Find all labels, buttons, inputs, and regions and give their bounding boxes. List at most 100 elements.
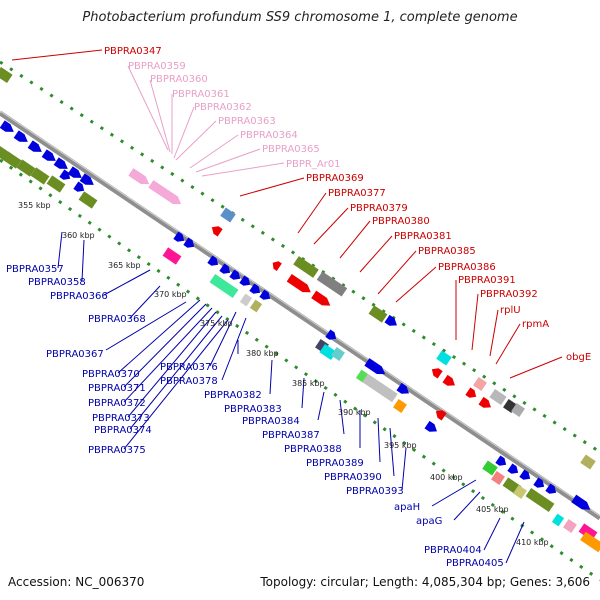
gene-arrow[interactable] [53, 157, 71, 172]
gene-label[interactable]: PBPRA0369 [306, 173, 364, 184]
gene-label[interactable]: PBPRA0357 [6, 264, 64, 275]
gene-label[interactable]: PBPRA0361 [172, 89, 230, 100]
gene-label[interactable]: PBPRA0381 [394, 231, 452, 242]
gene-arrow[interactable] [59, 169, 72, 182]
gene-label[interactable]: PBPRA0404 [424, 545, 482, 556]
gene-arrow[interactable] [325, 329, 338, 342]
gene-label[interactable]: PBPRA0378 [160, 376, 218, 387]
gene-label[interactable]: PBPRA0385 [418, 246, 476, 257]
gene-label[interactable]: PBPRA0384 [242, 416, 300, 427]
gene-label[interactable]: PBPRA0383 [224, 404, 282, 415]
gene-arrow[interactable] [286, 273, 314, 296]
gene-arrow[interactable] [13, 130, 31, 145]
gene-block[interactable] [316, 271, 348, 297]
gene-block[interactable] [362, 373, 398, 403]
gene-arrow[interactable] [67, 166, 85, 181]
gene-block[interactable] [2, 151, 22, 169]
gene-block[interactable] [473, 377, 487, 391]
gene-block[interactable] [563, 519, 577, 533]
gene-label[interactable]: PBPRA0388 [284, 444, 342, 455]
gene-label[interactable]: PBPRA0372 [88, 398, 146, 409]
gene-arrow[interactable] [311, 290, 333, 310]
gene-label[interactable]: PBPRA0365 [262, 144, 320, 155]
gene-label[interactable]: PBPRA0366 [50, 291, 108, 302]
gene-label[interactable]: PBPRA0364 [240, 130, 298, 141]
gene-arrow[interactable] [27, 140, 45, 155]
gene-arrow[interactable] [160, 188, 183, 208]
gene-label[interactable]: rplU [500, 305, 521, 316]
gene-arrow[interactable] [79, 173, 97, 188]
gene-label[interactable]: PBPRA0368 [88, 314, 146, 325]
gene-block[interactable] [525, 488, 555, 512]
gene-label[interactable]: PBPRA0358 [28, 277, 86, 288]
gene-arrow[interactable] [173, 231, 186, 244]
gene-label[interactable]: PBPRA0371 [88, 383, 146, 394]
gene-arrow[interactable] [209, 223, 223, 237]
gene-arrow[interactable] [259, 289, 272, 302]
gene-arrow[interactable] [507, 463, 520, 476]
gene-block[interactable] [293, 256, 319, 278]
gene-arrow[interactable] [495, 455, 508, 468]
gene-arrow[interactable] [442, 374, 458, 389]
gene-arrow[interactable] [519, 469, 532, 482]
gene-arrow[interactable] [571, 494, 593, 514]
gene-label[interactable]: PBPRA0376 [160, 362, 218, 373]
gene-arrow[interactable] [229, 269, 242, 282]
gene-label[interactable]: PBPRA0347 [104, 46, 162, 57]
gene-block[interactable] [331, 347, 345, 361]
gene-arrow[interactable] [478, 396, 494, 411]
gene-arrow[interactable] [0, 120, 16, 135]
gene-block[interactable] [491, 471, 505, 485]
gene-arrow[interactable] [396, 382, 412, 397]
gene-block[interactable] [16, 159, 36, 177]
gene-label[interactable]: PBPRA0367 [46, 349, 104, 360]
gene-block[interactable] [513, 485, 527, 499]
gene-label[interactable]: PBPRA0391 [458, 275, 516, 286]
gene-label[interactable]: PBPRA0360 [150, 74, 208, 85]
gene-label[interactable]: PBPR_Ar01 [286, 159, 341, 170]
gene-block[interactable] [489, 388, 507, 406]
gene-label[interactable]: PBPRA0379 [350, 203, 408, 214]
gene-block[interactable] [30, 167, 50, 185]
gene-block[interactable] [436, 350, 452, 366]
gene-block[interactable] [209, 274, 239, 298]
gene-arrow[interactable] [239, 275, 252, 288]
gene-label[interactable]: rpmA [522, 319, 549, 330]
gene-label[interactable]: PBPRA0374 [94, 425, 152, 436]
gene-arrow[interactable] [533, 477, 546, 490]
gene-arrow[interactable] [207, 255, 220, 268]
gene-block[interactable] [0, 66, 13, 84]
gene-arrow[interactable] [465, 387, 478, 400]
gene-arrow[interactable] [364, 358, 387, 378]
gene-label[interactable]: PBPRA0363 [218, 116, 276, 127]
gene-arrow[interactable] [249, 283, 262, 296]
gene-block[interactable] [551, 513, 565, 527]
gene-block[interactable] [482, 460, 498, 476]
gene-block[interactable] [162, 247, 182, 265]
gene-arrow[interactable] [41, 149, 59, 164]
gene-block[interactable] [580, 531, 600, 553]
gene-label[interactable]: PBPRA0392 [480, 289, 538, 300]
gene-arrow[interactable] [128, 168, 151, 188]
gene-block[interactable] [355, 369, 369, 383]
gene-label[interactable]: apaG [416, 516, 442, 527]
gene-block[interactable] [580, 454, 596, 470]
gene-label[interactable]: PBPRA0370 [82, 369, 140, 380]
gene-label[interactable]: PBPRA0362 [194, 102, 252, 113]
gene-label[interactable]: apaH [394, 502, 420, 513]
gene-block[interactable] [578, 523, 598, 541]
gene-label[interactable]: PBPRA0405 [446, 558, 504, 569]
gene-arrow[interactable] [219, 263, 232, 276]
gene-label[interactable]: PBPRA0377 [328, 188, 386, 199]
gene-label[interactable]: obgE [566, 352, 591, 363]
gene-block[interactable] [249, 299, 263, 313]
gene-label[interactable]: PBPRA0373 [92, 413, 150, 424]
gene-label[interactable]: PBPRA0380 [372, 216, 430, 227]
gene-arrow[interactable] [384, 314, 400, 329]
gene-label[interactable]: PBPRA0390 [324, 472, 382, 483]
gene-arrow[interactable] [270, 259, 282, 271]
gene-label[interactable]: PBPRA0382 [204, 390, 262, 401]
gene-arrow[interactable] [545, 483, 558, 496]
gene-label[interactable]: PBPRA0393 [346, 486, 404, 497]
gene-block[interactable] [368, 305, 388, 323]
